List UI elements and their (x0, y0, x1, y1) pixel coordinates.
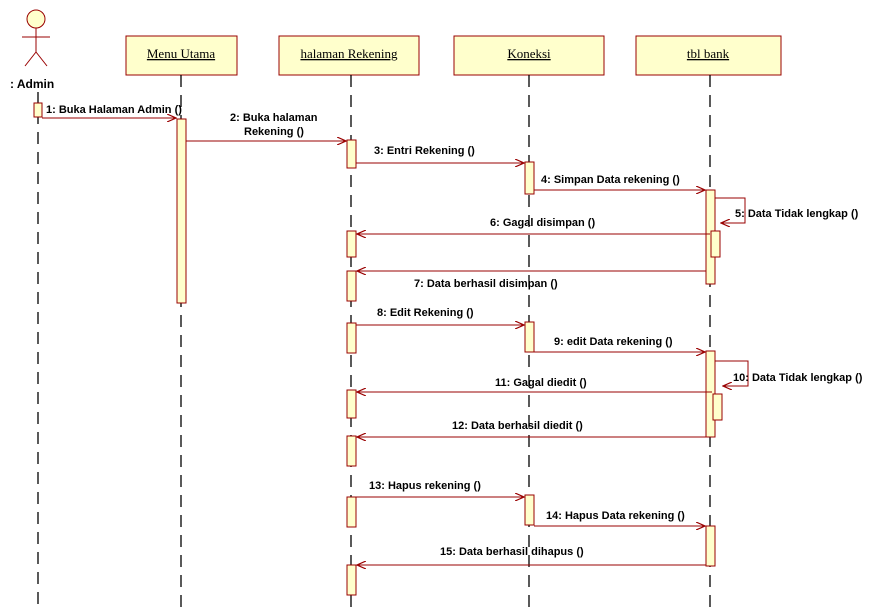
message-10-label: 10: Data Tidak lengkap () (733, 372, 863, 384)
message-4-label: 4: Simpan Data rekening () (541, 174, 680, 186)
message-6-label: 6: Gagal disimpan () (490, 217, 595, 229)
message-3-label: 3: Entri Rekening () (374, 145, 475, 157)
lifeline-label-koneksi: Koneksi (507, 46, 551, 61)
activation-halaman-4 (346, 322, 357, 354)
activation-halaman-6 (346, 435, 357, 467)
message-5-label: 5: Data Tidak lengkap () (735, 208, 859, 220)
activation-koneksi-2 (524, 321, 535, 353)
actor-admin: : Admin (10, 9, 54, 91)
message-9-label: 9: edit Data rekening () (554, 336, 673, 348)
activation-halaman-8 (346, 564, 357, 596)
actor-name: : Admin (10, 77, 54, 91)
message-5-self-arrow (715, 197, 746, 223)
activation-halaman-2 (346, 230, 357, 258)
lifeline-head-koneksi: Koneksi (453, 35, 605, 76)
activation-tbl-bank-3 (705, 525, 716, 567)
message-2-label-line2: Rekening () (244, 126, 304, 138)
lifeline-head-halaman-rekening: halaman Rekening (278, 35, 420, 76)
activation-admin (33, 102, 43, 118)
lifeline-label-tbl-bank: tbl bank (687, 46, 730, 61)
lifeline-label-menu-utama: Menu Utama (147, 46, 215, 61)
message-2-label-line1: 2: Buka halaman (230, 112, 318, 124)
lifeline-label-halaman-rekening: halaman Rekening (300, 46, 398, 61)
activation-halaman-3 (346, 270, 357, 302)
activation-halaman-1 (346, 139, 357, 169)
activation-tbl-bank-2-nested (712, 393, 723, 421)
activation-halaman-7 (346, 496, 357, 528)
message-12-label: 12: Data berhasil diedit () (452, 420, 583, 432)
lifeline-head-menu-utama: Menu Utama (125, 35, 238, 76)
message-7-label: 7: Data berhasil disimpan () (414, 278, 558, 290)
message-15-label: 15: Data berhasil dihapus () (440, 546, 584, 558)
message-1-label: 1: Buka Halaman Admin () (46, 104, 182, 116)
activation-halaman-5 (346, 389, 357, 419)
lifeline-head-tbl-bank: tbl bank (635, 35, 782, 76)
activation-tbl-bank-1-nested (710, 230, 721, 258)
message-10-self-arrow (715, 360, 749, 386)
message-11-label: 11: Gagal diedit () (495, 377, 587, 389)
activation-koneksi-3 (524, 494, 535, 526)
message-8-label: 8: Edit Rekening () (377, 307, 474, 319)
activation-menu-utama (176, 118, 187, 304)
message-14-label: 14: Hapus Data rekening () (546, 510, 685, 522)
activation-koneksi-1 (524, 161, 535, 195)
message-13-label: 13: Hapus rekening () (369, 480, 481, 492)
